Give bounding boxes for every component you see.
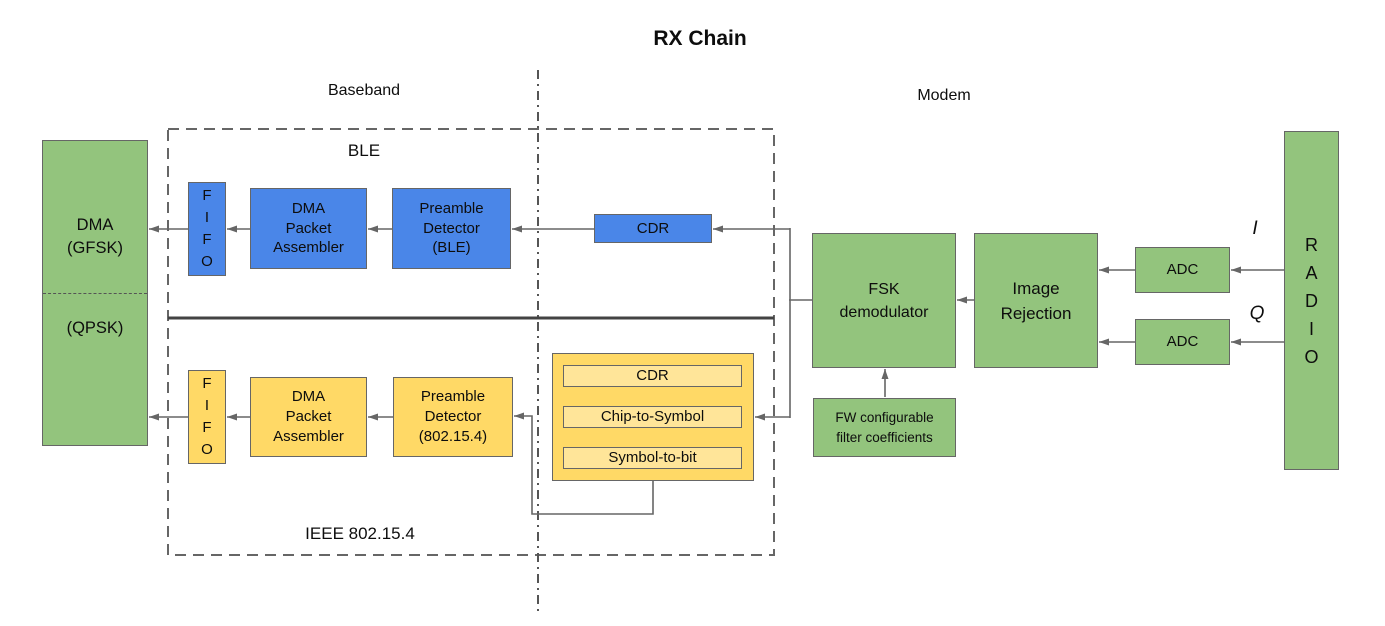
cdr-ble-block: CDR [594,214,712,243]
dma-qpsk-label: (QPSK) [66,319,124,337]
i-signal-label: I [1252,218,1258,239]
baseband-dashed-boundary [167,128,775,556]
decoder-symbol-to-bit-block: Symbol-to-bit [563,447,742,469]
modem-section-label: Modem [917,87,971,104]
radio-block: R A D I O [1284,131,1339,470]
dma-packet-assembler-ble-block: DMA Packet Assembler [250,188,367,269]
decoder-chip-to-symbol-block: Chip-to-Symbol [563,406,742,428]
dma-block: DMA (GFSK) (QPSK) [42,140,148,446]
q-signal-label: Q [1249,303,1265,324]
adc-i-block: ADC [1135,247,1230,293]
dma-gfsk-label: DMA (GFSK) [67,216,123,257]
fifo-ieee-block: F I F O [188,370,226,464]
fifo-ble-block: F I F O [188,182,226,276]
ble-zone-label: BLE [347,141,381,160]
diagram-title: RX Chain [653,27,747,50]
wire-decoder-to-preamble-ieee [514,412,654,515]
adc-q-block: ADC [1135,319,1230,365]
preamble-detector-ieee-block: Preamble Detector (802.15.4) [393,377,513,457]
baseband-section-label: Baseband [327,82,401,99]
ieee-zone-label: IEEE 802.15.4 [305,524,415,543]
dma-gfsk-qpsk-divider [43,293,147,294]
decoder-cdr-block: CDR [563,365,742,387]
fw-filter-coefficients-block: FW configurable filter coefficients [813,398,956,457]
dma-packet-assembler-ieee-block: DMA Packet Assembler [250,377,367,457]
fsk-demodulator-block: FSK demodulator [812,233,956,368]
image-rejection-block: Image Rejection [974,233,1098,368]
preamble-detector-ble-block: Preamble Detector (BLE) [392,188,511,269]
